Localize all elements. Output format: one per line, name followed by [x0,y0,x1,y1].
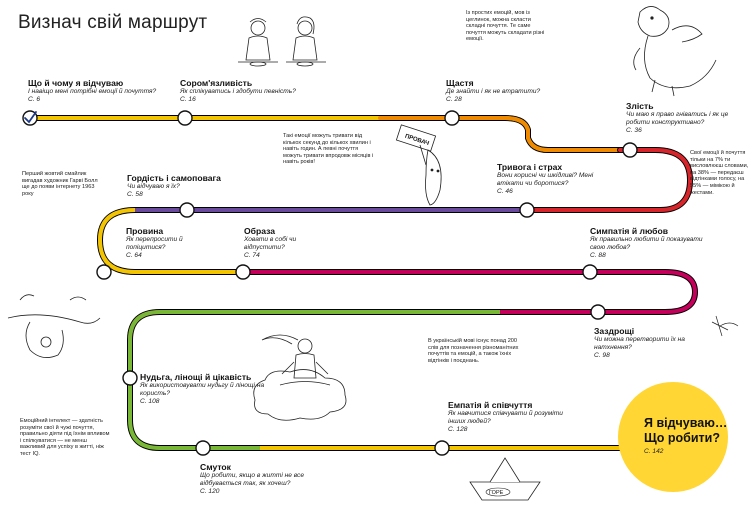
stop-name: Що й чому я відчуваю [28,78,124,88]
route-line-1 [27,115,694,213]
stop-name: Провина [126,226,164,236]
stop-question: Як сплікуватись і здобути певність? [180,88,296,95]
page-title: Визнач свій маршрут [18,12,208,33]
final-title-line1: Я відчуваю… [644,416,728,430]
station-boredom [122,370,138,386]
final-title: Я відчуваю… Що робити? [644,416,727,446]
meditating-woman-illustration [253,334,347,421]
stop-page: С. 6 [28,95,41,103]
stop-question: Ховати в собі чи відпустити? [244,236,297,251]
stop-anxiety[interactable]: Тривога і страх Вони корисні чи шкідливі… [497,162,617,195]
stop-question: Як правильно любити й показувати свою лю… [590,236,703,251]
stop-pride[interactable]: Гордість і самоповага Чи відчуваю я їх? … [127,173,257,199]
stop-question: Що робити, якщо в житті не все відбуваєт… [200,472,305,487]
note-emotion-duration: Такі емоції можуть тривати від кількох с… [283,133,374,166]
stop-resentment[interactable]: Образа Ховати в собі чи відпустити? С. 7… [244,226,324,259]
final-destination[interactable]: Я відчуваю… Що робити? С. 142 [618,382,728,492]
stop-name: Образа [244,226,276,236]
station-anxiety [519,202,535,218]
stop-name: Заздрощі [594,326,635,336]
paper-boat-illustration: ГОРЕ [469,457,541,501]
stop-page: С. 120 [200,487,220,495]
checkmark-icon [24,111,37,124]
stop-name: Гордість і самоповага [127,173,221,183]
stop-question: Чи відчуваю я їх? [127,183,180,190]
stop-page: С. 108 [140,397,160,405]
stop-page: С. 46 [497,187,513,195]
mosquito-illustration [711,315,739,337]
stop-page: С. 64 [126,251,142,259]
stop-name: Сором'язливість [180,78,253,88]
stop-question: Як використовувати нудьгу й лінощі на ко… [140,382,265,397]
stop-question: Вони корисні чи шкідливі? Мені втікати ч… [497,172,594,187]
stop-name: Злість [626,101,654,111]
stop-sadness[interactable]: Смуток Що робити, якщо в житті не все ві… [200,462,340,495]
stop-page: С. 58 [127,190,143,198]
station-empathy [434,440,450,456]
stop-name: Смуток [200,462,231,472]
note-smiley-history: Перший жовтий смайлик вигадав художник Г… [22,171,98,197]
station-shame [177,110,193,126]
sloth-illustration [7,294,101,358]
stop-page: С. 98 [594,351,610,359]
people-at-table-illustration [238,16,326,67]
stop-empathy[interactable]: Емпатія й співчуття Як навчитися співчув… [448,400,578,433]
station-anger [622,142,638,158]
station-sadness [195,440,211,456]
stop-page: С. 88 [590,251,606,259]
note-emotion-bricks: Із простих емоцій, мов із цеглинок, можн… [466,10,545,43]
stop-love[interactable]: Симпатія й любов Як правильно любити й п… [590,226,705,259]
stop-page: С. 16 [180,95,196,103]
stop-why[interactable]: Що й чому я відчуваю І навіщо мені потрі… [28,78,198,104]
station-envy [590,304,606,320]
banana-with-sign-illustration: ПРОВАЧ [395,124,442,206]
route-line-4 [127,378,640,451]
stop-question: Чи маю я право гніватись і як це робити … [626,111,729,126]
stop-name: Тривога і страх [497,162,563,172]
stop-name: Симпатія й любов [590,226,669,236]
station-love [582,264,598,280]
final-title-line2: Що робити? [644,431,720,445]
final-page: С. 142 [644,448,664,455]
stop-question: Як навчитися співчувати й розуміти інших… [448,410,563,425]
note-emotional-intelligence: Емоційний інтелект — здатність розуміти … [20,418,110,457]
station-happiness [444,110,460,126]
stop-question: І навіщо мені потрібні емоції й почуття? [28,88,157,95]
route-line-2 [96,207,560,275]
stop-happiness[interactable]: Щастя Де знайти і як не втратити? С. 28 [446,78,616,104]
station-resentment [235,264,251,280]
stop-page: С. 74 [244,251,260,259]
stop-question: Як перепросити й попіцитися? [126,236,183,251]
note-ukrainian-words: В українській мові існує понад 200 слів … [428,338,519,364]
stop-boredom[interactable]: Нудьга, лінощі й цікавість Як використов… [140,372,290,405]
note-voice-stats: Свої емоції й почуття тільки на 7% ти ви… [690,150,749,196]
boat-text: ГОРЕ [489,490,504,496]
stop-question: Чи можна перетворити їх на натхнення? [594,336,685,351]
stop-page: С. 28 [446,95,462,103]
stop-name: Нудьга, лінощі й цікавість [140,372,252,382]
station-guilt [96,264,112,280]
route-line-3 [127,269,699,378]
stop-shame[interactable]: Сором'язливість Як сплікуватись і здобут… [180,78,350,104]
dragon-illustration [633,6,717,97]
stop-name: Емпатія й співчуття [448,400,533,410]
stop-guilt[interactable]: Провина Як перепросити й попіцитися? С. … [126,226,206,259]
stop-page: С. 128 [448,425,468,433]
stop-question: Де знайти і як не втратити? [446,88,541,95]
stop-envy[interactable]: Заздрощі Чи можна перетворити їх на натх… [594,326,699,359]
stop-page: С. 36 [626,126,642,134]
stop-name: Щастя [446,78,474,88]
stop-anger[interactable]: Злість Чи маю я право гніватись і як це … [626,101,736,134]
station-pride [179,202,195,218]
